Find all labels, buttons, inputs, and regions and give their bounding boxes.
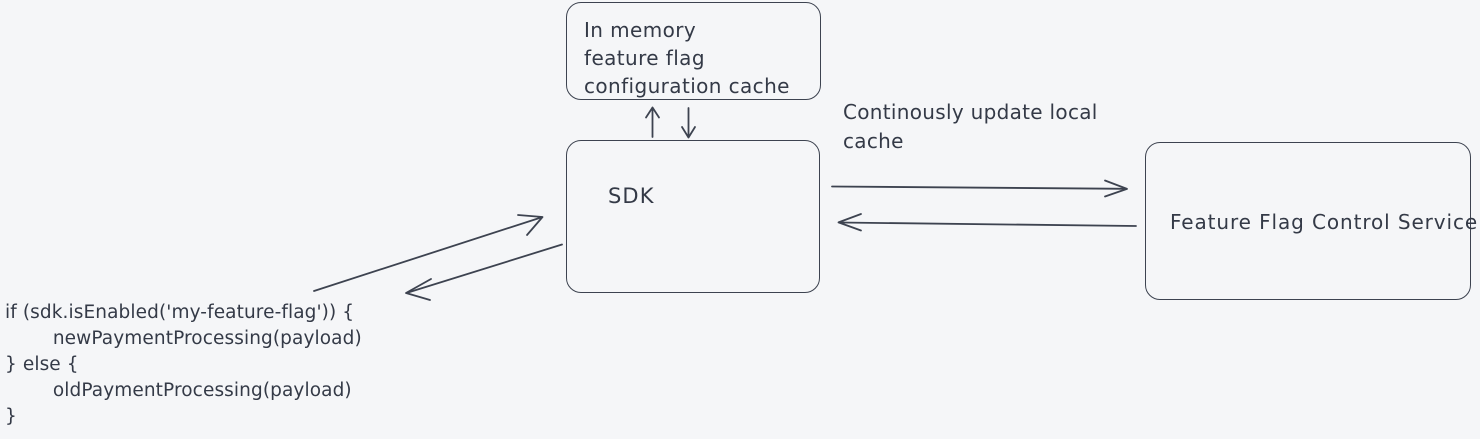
- arrow-cache-to-sdk: [681, 107, 696, 139]
- edge-label-continously-update-local-cache: Continously update local cache: [843, 100, 1098, 153]
- arrow-sdk-to-cache: [645, 106, 660, 138]
- node-label-sdk: SDK: [608, 184, 655, 208]
- node-label-in-memory-cache: In memory feature flag configuration cac…: [584, 18, 790, 98]
- arrow-sdk-to-code: [405, 243, 563, 301]
- arrow-service-to-sdk: [837, 213, 1137, 232]
- code-snippet-is-enabled: if (sdk.isEnabled('my-feature-flag')) { …: [5, 302, 362, 427]
- node-feature-flag-control-service[interactable]: [1145, 142, 1471, 300]
- node-sdk[interactable]: [566, 140, 820, 293]
- node-in-memory-cache[interactable]: [566, 2, 821, 100]
- arrow-code-to-sdk: [313, 214, 544, 292]
- node-label-feature-flag-control-service: Feature Flag Control Service: [1170, 210, 1479, 234]
- arrow-sdk-to-service: [831, 179, 1128, 198]
